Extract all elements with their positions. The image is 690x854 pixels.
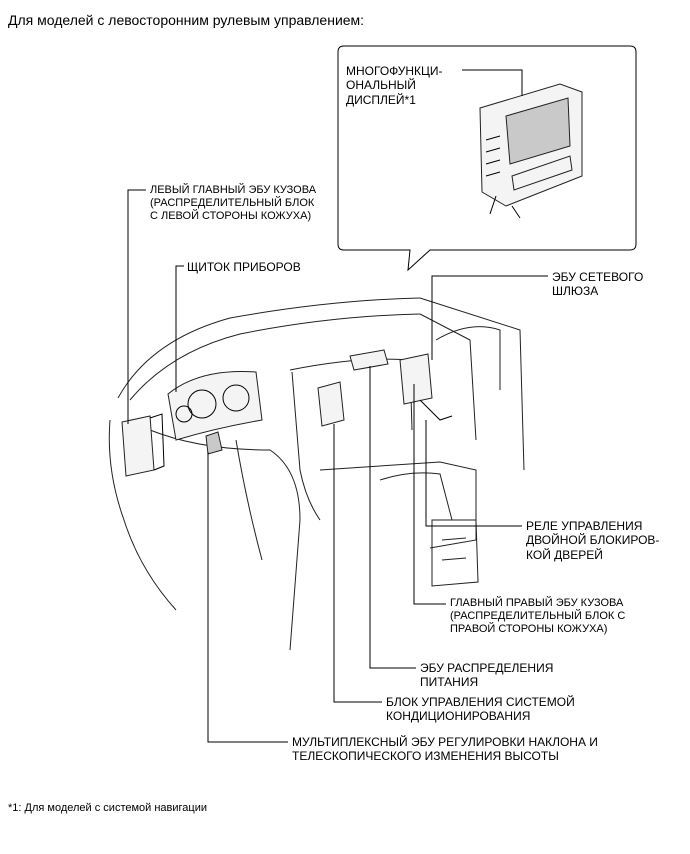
label-network-gateway-ecu: ЭБУ СЕТЕВОГО ШЛЮЗА — [552, 270, 644, 299]
gateway-ecu-leader — [431, 275, 548, 360]
label-tilt-telescopic-ecu: МУЛЬТИПЛЕКСНЫЙ ЭБУ РЕГУЛИРОВКИ НАКЛОНА И… — [292, 735, 598, 764]
label-combination-meter: ЩИТОК ПРИБОРОВ — [187, 260, 301, 274]
door-lock-relay-leader — [425, 420, 522, 527]
tilt-ecu-shape — [205, 431, 223, 455]
footnote: *1: Для моделей с системой навигации — [8, 802, 208, 814]
label-air-conditioning-amplifier: БЛОК УПРАВЛЕНИЯ СИСТЕМОЙ КОНДИЦИОНИРОВАН… — [386, 695, 575, 724]
left-body-ecu-leader — [127, 189, 146, 424]
label-door-lock-relay: РЕЛЕ УПРАВЛЕНИЯ ДВОЙНОЙ БЛОКИРОВ- КОЙ ДВ… — [526, 519, 660, 562]
combination-meter-leader — [175, 265, 184, 392]
page-header: Для моделей с левосторонним рулевым упра… — [8, 12, 365, 28]
display-callout-box — [337, 45, 637, 272]
dashboard-outline — [108, 297, 525, 651]
label-power-distribution-ecu: ЭБУ РАСПРЕДЕЛЕНИЯ ПИТАНИЯ — [420, 661, 554, 690]
power-ecu-leader — [369, 366, 416, 669]
display-leader-line — [462, 69, 523, 96]
combination-meter-shape — [167, 371, 263, 441]
right-body-ecu-leader — [413, 384, 446, 605]
label-multifunction-display: МНОГОФУНКЦИ- ОНАЛЬНЫЙ ДИСПЛЕЙ*1 — [346, 64, 443, 107]
label-right-main-body-ecu: ГЛАВНЫЙ ПРАВЫЙ ЭБУ КУЗОВА (РАСПРЕДЕЛИТЕЛ… — [450, 597, 626, 636]
ac-amplifier-shape — [317, 381, 345, 427]
ac-amplifier-leader — [333, 424, 382, 703]
multifunction-display-unit — [479, 83, 583, 219]
label-left-main-body-ecu: ЛЕВЫЙ ГЛАВНЫЙ ЭБУ КУЗОВА (РАСПРЕДЕЛИТЕЛЬ… — [150, 184, 317, 223]
tilt-ecu-leader — [207, 452, 288, 743]
left-body-ecu-shape — [121, 415, 155, 477]
gateway-ecu-shape — [399, 353, 433, 405]
power-ecu-shape — [349, 349, 389, 371]
